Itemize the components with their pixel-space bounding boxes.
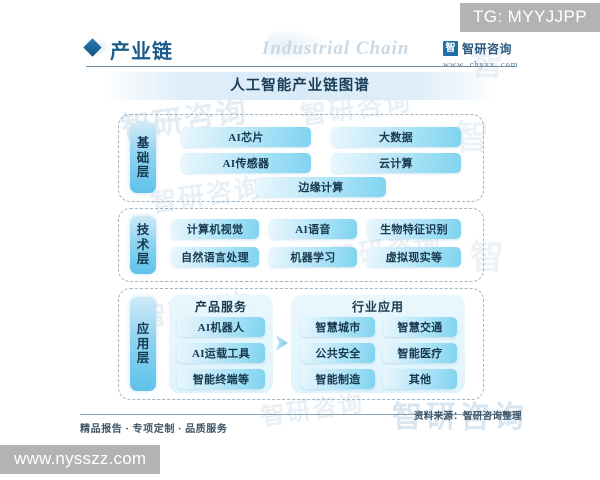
- node-ai-sensor[interactable]: AI传感器: [181, 153, 311, 173]
- node-machine-learning[interactable]: 机器学习: [269, 247, 357, 267]
- page-title: 产业链: [110, 41, 173, 63]
- node-computer-vision[interactable]: 计算机视觉: [171, 219, 259, 239]
- layer-label-foundation: 基 础 层: [130, 123, 156, 193]
- layer-label-char: 用: [136, 336, 150, 351]
- node-smart-city[interactable]: 智慧城市: [301, 317, 375, 337]
- layer-label-char: 层: [136, 165, 150, 180]
- layer-label-char: 术: [136, 237, 150, 252]
- node-big-data[interactable]: 大数据: [331, 127, 461, 147]
- chart-title-band: 人工智能产业链图谱: [103, 72, 497, 100]
- layer-label-application: 应 用 层: [130, 297, 156, 391]
- node-virtual-reality[interactable]: 虚拟现实等: [367, 247, 461, 267]
- panel-product-service: 产品服务 AI机器人 AI运载工具 智能终端等: [169, 295, 273, 393]
- layer-technology: 技 术 层 计算机视觉 AI语音 生物特征识别 自然语言处理 机器学习 虚拟现实…: [118, 208, 484, 282]
- panel-product-service-title: 产品服务: [194, 300, 247, 314]
- node-nlp[interactable]: 自然语言处理: [171, 247, 259, 267]
- header: 产业链: [81, 36, 526, 63]
- node-smart-terminal[interactable]: 智能终端等: [177, 369, 265, 389]
- node-ai-voice[interactable]: AI语音: [269, 219, 357, 239]
- brand-mark-icon: 智: [443, 41, 458, 56]
- layer-label-technology: 技 术 层: [130, 216, 156, 274]
- footer-source: 资料来源：智研咨询整理: [414, 412, 522, 422]
- layer-label-char: 应: [136, 322, 150, 337]
- node-biometrics[interactable]: 生物特征识别: [367, 219, 461, 239]
- brand-row: 智 智研咨询: [443, 40, 518, 57]
- brand-logo: 智 智研咨询 www. chyxx. com: [443, 40, 518, 69]
- tg-watermark-banner: TG: MYYJJPP: [460, 3, 600, 32]
- brand-name: 智研咨询: [462, 42, 513, 56]
- node-other[interactable]: 其他: [383, 369, 457, 389]
- brand-url: www. chyxx. com: [443, 59, 519, 69]
- node-cloud-computing[interactable]: 云计算: [331, 153, 461, 173]
- layer-label-char: 基: [136, 136, 150, 151]
- layer-label-char: 础: [136, 150, 150, 165]
- panel-industry-application-title: 行业应用: [351, 300, 404, 314]
- footer-tagline: 精品报告 · 专项定制 · 品质服务: [80, 424, 228, 435]
- layer-foundation: 基 础 层 AI芯片 大数据 AI传感器 云计算 边缘计算: [118, 114, 484, 202]
- layer-label-char: 层: [136, 351, 150, 366]
- layer-label-char: 技: [136, 223, 150, 238]
- node-smart-transportation[interactable]: 智慧交通: [383, 317, 457, 337]
- node-ai-vehicle[interactable]: AI运载工具: [177, 343, 265, 363]
- node-edge-computing[interactable]: 边缘计算: [256, 177, 386, 197]
- node-ai-robot[interactable]: AI机器人: [177, 317, 265, 337]
- chart-title: 人工智能产业链图谱: [230, 78, 370, 94]
- header-divider: [86, 66, 516, 67]
- footer-divider: [80, 414, 518, 415]
- node-public-safety[interactable]: 公共安全: [301, 343, 375, 363]
- url-watermark-banner: www.nysszz.com: [0, 445, 161, 474]
- layer-application: 应 用 层 产品服务 AI机器人 AI运载工具 智能终端等 行业应用: [118, 288, 484, 400]
- layer-label-char: 层: [136, 252, 150, 267]
- node-ai-chip[interactable]: AI芯片: [181, 127, 311, 147]
- flow-arrow-icon: [275, 333, 290, 353]
- panel-industry-application: 行业应用 智慧城市 智慧交通 公共安全 智能医疗 智能制造 其他: [291, 295, 465, 393]
- node-smart-manufacturing[interactable]: 智能制造: [301, 369, 375, 389]
- node-smart-healthcare[interactable]: 智能医疗: [383, 343, 457, 363]
